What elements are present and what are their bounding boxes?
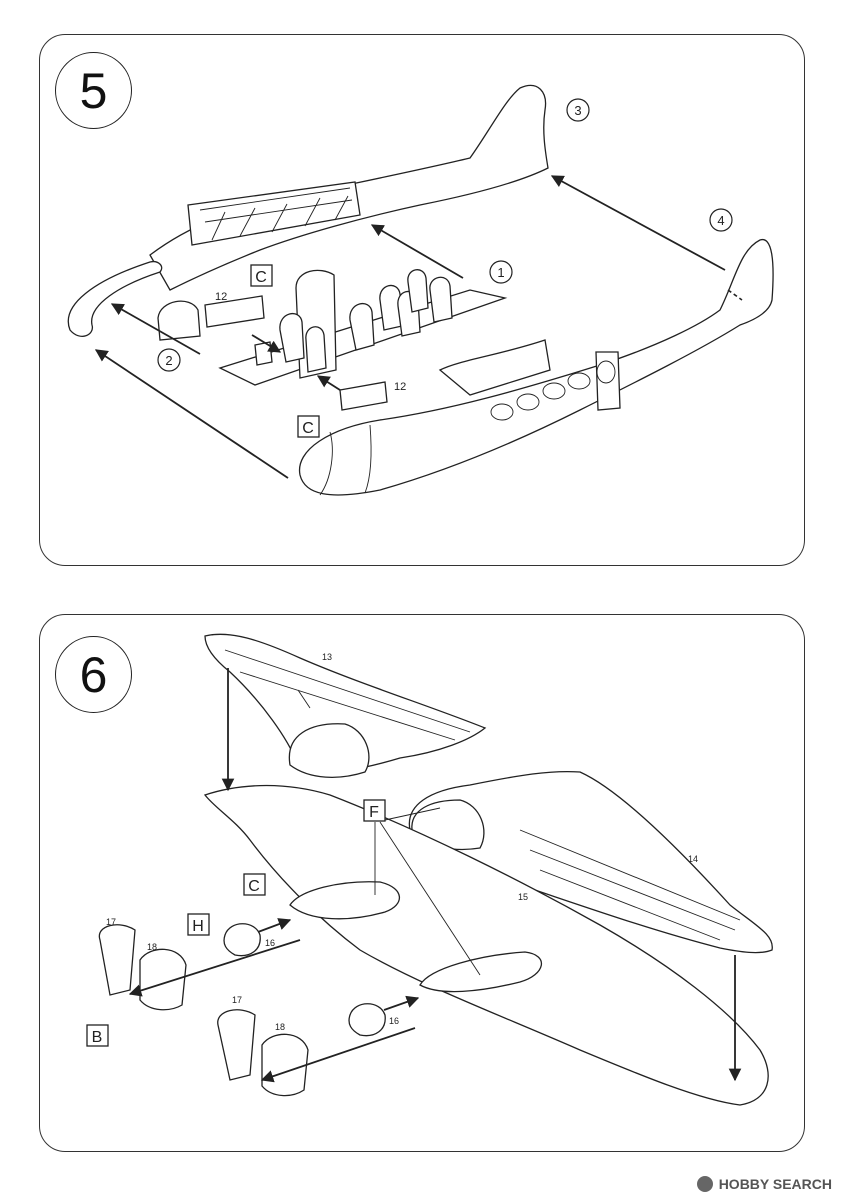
step5-callout-2: 2 (157, 348, 181, 372)
step6-lower-wing (203, 784, 769, 1106)
step5-part-12-a: 12 (215, 291, 227, 303)
svg-text:B: B (92, 1029, 103, 1046)
svg-text:H: H (192, 918, 204, 935)
svg-text:2: 2 (165, 353, 172, 368)
step5-cabin-floor (157, 269, 508, 411)
step6-part-17-b: 17 (232, 995, 242, 1005)
step6-left-upper-wing (204, 633, 487, 778)
step6-box-label-c: C (243, 873, 266, 896)
step5-part-12-b: 12 (394, 381, 406, 393)
step6-part-18-a: 18 (147, 942, 157, 952)
step6-part-13: 13 (322, 652, 332, 662)
svg-text:C: C (255, 269, 267, 286)
watermark-text: HOBBY SEARCH (718, 1176, 832, 1192)
step5-callout-3: 3 (566, 98, 590, 122)
step6-arrows (128, 668, 742, 1083)
step6-box-label-f: F (363, 799, 386, 822)
svg-text:F: F (369, 804, 379, 821)
svg-text:C: C (248, 878, 260, 895)
svg-text:3: 3 (574, 103, 581, 118)
step6-part-16-a: 16 (265, 938, 275, 948)
step5-callout-4: 4 (709, 208, 733, 232)
step6-nacelle-right (217, 1003, 386, 1097)
svg-text:1: 1 (497, 265, 504, 280)
step6-part-17-a: 17 (106, 917, 116, 927)
hobby-search-logo-icon (696, 1176, 713, 1192)
step6-part-16-b: 16 (389, 1016, 399, 1026)
watermark: HOBBY SEARCH (696, 1176, 832, 1192)
step6-part-15: 15 (518, 892, 528, 902)
step5-box-label-c-top: C (250, 264, 273, 287)
step-number-5: 5 (55, 52, 132, 129)
step6-nacelle-left (98, 923, 261, 1011)
svg-text:4: 4 (717, 213, 724, 228)
step5-arrows (94, 175, 743, 479)
step6-part-14: 14 (688, 854, 698, 864)
step5-box-label-c-bottom: C (297, 415, 320, 438)
step5-forward-fuselage (298, 239, 774, 496)
step-number-6: 6 (55, 636, 132, 713)
step6-part-18-b: 18 (275, 1022, 285, 1032)
step5-callout-1: 1 (489, 260, 513, 284)
step5-rear-fuselage (67, 84, 549, 337)
step6-box-label-h: H (187, 913, 210, 936)
step6-box-label-b: B (86, 1024, 109, 1047)
svg-text:C: C (302, 420, 314, 437)
